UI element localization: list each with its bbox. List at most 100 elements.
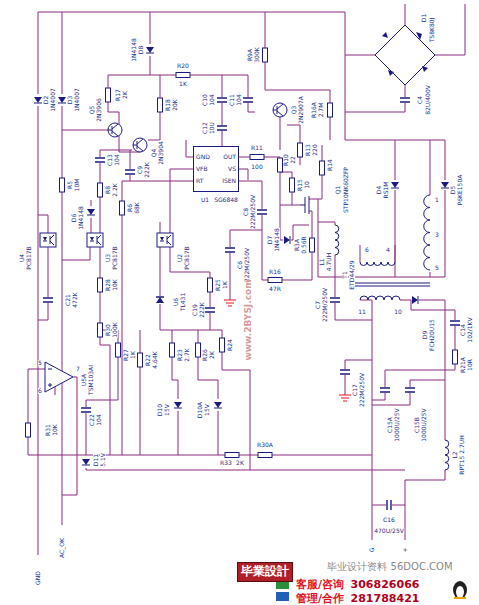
part-label: 104 bbox=[114, 154, 120, 165]
part-label: 1N4148 bbox=[274, 228, 280, 252]
watermark: www.2BYSJ.com bbox=[243, 279, 253, 360]
component-symbol bbox=[125, 170, 135, 174]
part-label: AC_OK bbox=[59, 538, 65, 558]
component-symbol bbox=[441, 182, 449, 188]
schematic-stroke bbox=[424, 195, 430, 270]
schematic-stroke bbox=[140, 330, 250, 470]
schematic-stroke bbox=[360, 296, 400, 300]
part-label: C12 bbox=[202, 122, 208, 134]
component-symbol bbox=[405, 388, 415, 392]
schematic-stroke bbox=[445, 440, 449, 470]
component-symbol bbox=[82, 459, 90, 465]
part-label: D6 bbox=[71, 214, 77, 222]
part-label: 82U/400V bbox=[425, 85, 431, 115]
part-label: D10A bbox=[197, 402, 203, 418]
part-label: 222M/250V bbox=[250, 195, 256, 229]
part-label: PC817B bbox=[184, 246, 190, 269]
schematic-stroke bbox=[28, 330, 118, 495]
part-label: 300K bbox=[254, 47, 260, 62]
part-label: D5 bbox=[450, 186, 456, 194]
component-symbol bbox=[268, 278, 282, 283]
pin-name: ISEN bbox=[218, 175, 236, 187]
component-symbol bbox=[43, 298, 53, 302]
part-label: 2N3904 bbox=[158, 141, 164, 165]
part-label: 4.7UH bbox=[326, 253, 332, 271]
coil-winding bbox=[335, 195, 449, 470]
part-label: R15 bbox=[297, 179, 303, 191]
schematic-stroke bbox=[150, 12, 255, 146]
part-label: 6 bbox=[38, 388, 42, 394]
part-label: R26 bbox=[202, 349, 208, 361]
part-label: 6 bbox=[365, 247, 369, 253]
part-label: 10K bbox=[112, 279, 118, 291]
part-label: 22 bbox=[290, 156, 296, 164]
tl431-bar bbox=[156, 297, 164, 298]
part-label: 15V bbox=[204, 404, 210, 416]
contact-label: 管理/合作 bbox=[296, 591, 344, 605]
part-label: TSM103AI bbox=[88, 365, 94, 395]
part-label: 2.7K bbox=[184, 348, 190, 361]
part-label: 5 bbox=[38, 360, 42, 366]
part-label: 68K bbox=[134, 202, 140, 214]
part-label: C10 bbox=[202, 94, 208, 106]
part-label: TL431 bbox=[180, 293, 186, 311]
component-symbol bbox=[225, 248, 235, 252]
part-label: R27 bbox=[123, 349, 129, 361]
part-label: C15B bbox=[414, 417, 420, 433]
part-label: 10U bbox=[209, 122, 215, 134]
component-symbol bbox=[340, 370, 350, 374]
part-label: R18 bbox=[165, 99, 171, 111]
part-label: C6 bbox=[237, 261, 243, 269]
part-label: C8 bbox=[243, 208, 249, 216]
schematic-stroke bbox=[38, 215, 110, 455]
pin-name: RT bbox=[196, 175, 214, 187]
part-label: C21 bbox=[65, 294, 71, 306]
footer-text: 毕业设计资料 56DOC.COM bbox=[327, 560, 452, 574]
part-label: C4 bbox=[417, 96, 423, 104]
part-label: 222K bbox=[144, 162, 150, 177]
part-label: 15V bbox=[164, 404, 170, 416]
component-symbol bbox=[81, 408, 91, 412]
component-symbol bbox=[120, 201, 125, 215]
schematic-stroke bbox=[48, 369, 52, 387]
part-label: R30 bbox=[105, 324, 111, 336]
schematic-stroke bbox=[38, 12, 445, 195]
part-label: R24 bbox=[227, 339, 233, 351]
component-symbol bbox=[387, 500, 391, 510]
schematic-stroke bbox=[276, 592, 289, 601]
part-label: 1N4148 bbox=[131, 38, 137, 62]
part-label: R17 bbox=[115, 89, 121, 101]
component-symbol bbox=[243, 98, 253, 102]
part-label: 102/1KV bbox=[467, 317, 473, 342]
schematic-stroke bbox=[453, 581, 467, 599]
part-label: ETD44/29 bbox=[349, 260, 355, 289]
part-label: C16 bbox=[383, 517, 395, 523]
part-label: R6 bbox=[127, 204, 133, 212]
component-symbol bbox=[98, 183, 103, 197]
ic-box: GNDOUTVFBVSRTISEN bbox=[193, 146, 239, 192]
part-label: R16 bbox=[269, 269, 281, 275]
component-symbol bbox=[263, 48, 268, 62]
part-label: 2K bbox=[236, 460, 244, 466]
part-label: 10K bbox=[52, 424, 58, 436]
part-label: C17 bbox=[352, 384, 358, 396]
part-label: T1 bbox=[342, 271, 348, 278]
component-symbol bbox=[98, 323, 103, 337]
part-label: R8 bbox=[105, 186, 111, 194]
component-symbol bbox=[40, 233, 56, 247]
bridge-rectifier bbox=[375, 25, 435, 85]
part-label: 5 bbox=[435, 265, 439, 271]
part-label: 1000U/25V bbox=[394, 408, 400, 441]
component-symbol bbox=[108, 123, 122, 137]
component-symbol bbox=[106, 88, 111, 102]
pin-name: OUT bbox=[218, 151, 236, 163]
schematic-stroke bbox=[454, 597, 466, 599]
part-label: R33 bbox=[220, 460, 232, 466]
part-label: TS8K80J bbox=[429, 18, 435, 43]
part-label: R21A bbox=[460, 357, 466, 373]
part-label: PC817B bbox=[112, 246, 118, 269]
wire bbox=[28, 4, 465, 555]
schematic-stroke bbox=[122, 140, 193, 455]
schematic-stroke bbox=[91, 75, 160, 233]
